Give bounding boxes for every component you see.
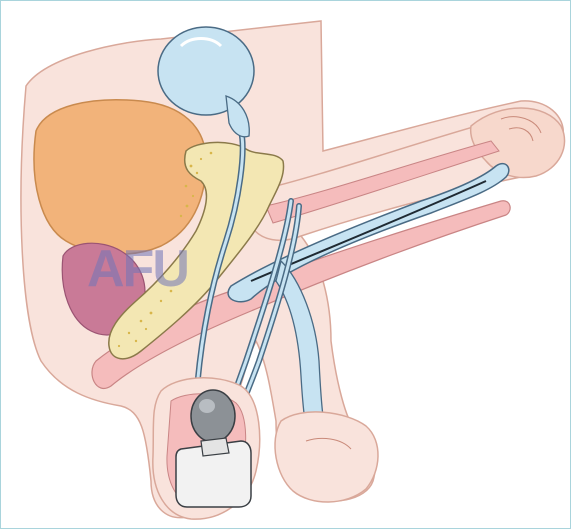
right-scrotal-lobe [275, 412, 378, 502]
valve-top [201, 438, 229, 456]
watermark-logo: AFU [87, 240, 188, 298]
pump-icon [191, 390, 235, 442]
pump-highlight [199, 399, 215, 413]
bladder [34, 100, 206, 254]
